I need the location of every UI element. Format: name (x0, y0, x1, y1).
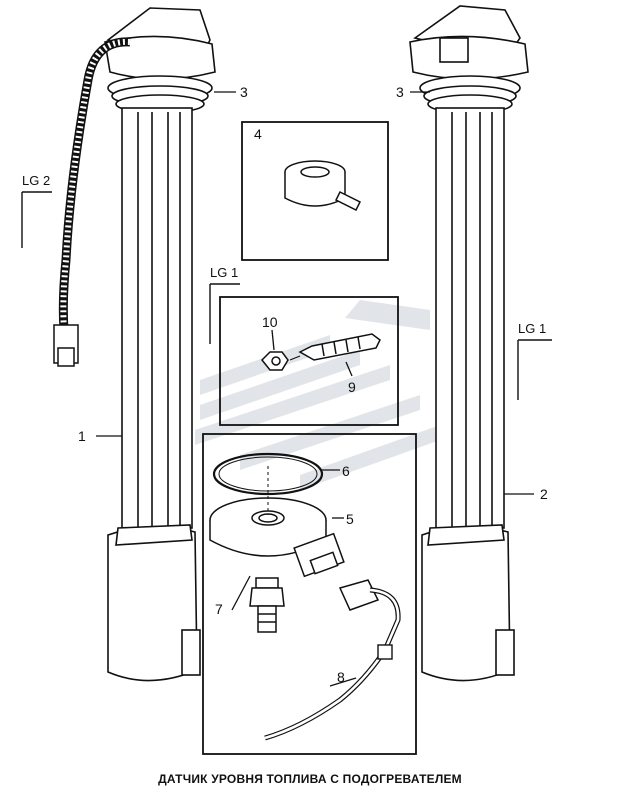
nut-part-10 (260, 351, 289, 371)
callout-1: 1 (78, 428, 86, 444)
left-fuel-sender-unit (104, 7, 216, 682)
watermark-logo (195, 300, 440, 490)
callout-10: 10 (262, 314, 278, 330)
location-brackets (21, 191, 552, 400)
heater-plate-part-5 (209, 497, 345, 578)
inset-box-part-4 (241, 121, 389, 261)
callout-2: 2 (540, 486, 548, 502)
heater-element-cap (284, 160, 362, 212)
cable-harness-part-8 (264, 579, 401, 741)
connector-pin-part-9 (298, 333, 381, 361)
callout-5: 5 (346, 511, 354, 527)
callout-8: 8 (337, 669, 345, 685)
location-mark-lg2: LG 2 (22, 173, 50, 188)
inset-box-parts-5-8 (202, 433, 417, 755)
leader-lines (96, 91, 534, 687)
diagram-caption: ДАТЧИК УРОВНЯ ТОПЛИВА С ПОДОГРЕВАТЕЛЕМ (158, 772, 462, 786)
left-unit-heater-cable (53, 37, 131, 367)
callout-4: 4 (254, 126, 262, 142)
callout-9: 9 (348, 379, 356, 395)
callout-3-left: 3 (240, 84, 248, 100)
callout-7: 7 (215, 601, 223, 617)
location-mark-lg1-middle: LG 1 (210, 265, 238, 280)
callout-6: 6 (342, 463, 350, 479)
location-mark-lg1-right: LG 1 (518, 321, 546, 336)
inset-box-parts-9-10 (219, 296, 399, 426)
seal-ring-part-6 (212, 452, 324, 496)
callout-3-right: 3 (396, 84, 404, 100)
temperature-sensor-part-7 (249, 577, 285, 633)
right-fuel-sender-unit (409, 5, 529, 682)
